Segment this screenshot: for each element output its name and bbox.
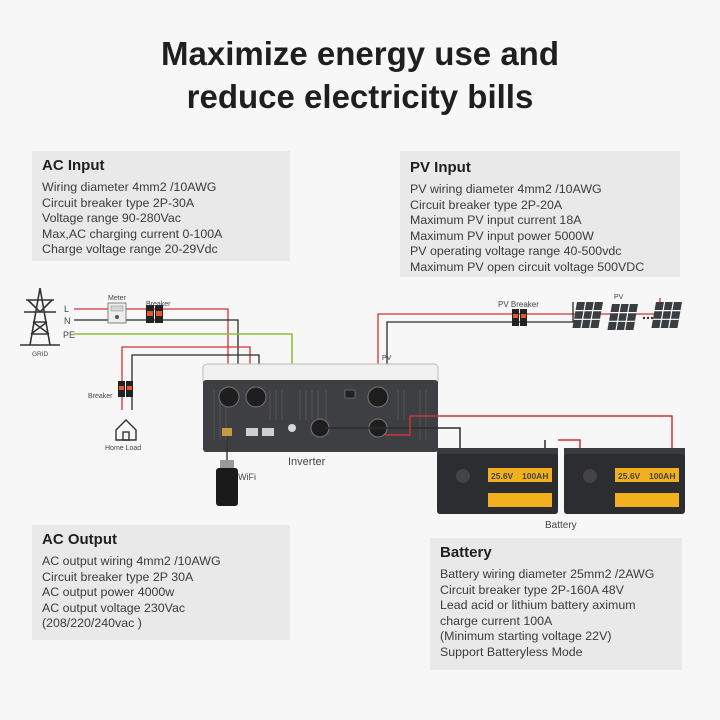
battery-line: Support Batteryless Mode xyxy=(440,644,583,659)
wifi-dongle-icon xyxy=(216,436,238,506)
breaker-top-label: Breaker xyxy=(146,301,171,308)
battery-line: Circuit breaker type 2P-160A 48V xyxy=(440,582,624,597)
ac-output-line: AC output power 4000w xyxy=(42,585,175,600)
battery-line: (Minimum starting voltage 22V) xyxy=(440,629,612,644)
breaker-top-icon xyxy=(146,305,163,323)
ac-output-line: AC output voltage 230Vac xyxy=(42,600,186,615)
grid-label: GRID xyxy=(32,351,49,358)
ac-input-panel: AC Input Wiring diameter 4mm2 /10AWG Cir… xyxy=(32,151,290,261)
meter-icon xyxy=(107,302,127,324)
solar-panels-icon xyxy=(572,302,682,330)
port-ac-out-label: AC OUT xyxy=(248,408,264,413)
line-pe-label: PE xyxy=(63,330,75,340)
switch-on-label: ON xyxy=(336,393,342,398)
line-l-label: L xyxy=(64,304,69,314)
vent-grille-icon xyxy=(213,390,427,440)
pv-input-line: PV wiring diameter 4mm2 /10AWG xyxy=(410,182,602,196)
battery-panel: Battery Battery wiring diameter 25mm2 /2… xyxy=(430,538,682,670)
ac-output-panel: AC Output AC output wiring 4mm2 /10AWG C… xyxy=(32,525,290,640)
battery-label: Battery xyxy=(545,520,577,531)
headline-line-2: reduce electricity bills xyxy=(186,78,534,115)
inverter xyxy=(202,363,439,452)
ac-input-line: Charge voltage range 20-29Vdc xyxy=(42,242,218,257)
pv-breaker-icon xyxy=(512,309,527,326)
pv-input-line: Circuit breaker type 2P-20A xyxy=(410,197,563,212)
meter-label: Meter xyxy=(108,295,127,302)
port-bat-label: BAT xyxy=(316,438,324,443)
battery-line: Battery wiring diameter 25mm2 /2AWG xyxy=(440,567,655,581)
ac-input-title: AC Input xyxy=(42,157,105,174)
home-load-icon xyxy=(115,419,137,441)
battery-1-voltage: 25.6V xyxy=(491,471,514,481)
pv-input-line: PV operating voltage range 40-500vdc xyxy=(410,244,622,259)
breaker-left-icon xyxy=(118,381,133,397)
ac-output-line: Circuit breaker type 2P 30A xyxy=(42,569,194,584)
battery-unit-2 xyxy=(564,448,685,514)
ac-output-line: (208/220/240vac ) xyxy=(42,616,142,631)
battery-line: Lead acid or lithium battery aximum xyxy=(440,598,636,613)
ac-input-line: Circuit breaker type 2P-30A xyxy=(42,195,195,210)
battery-2-voltage: 25.6V xyxy=(618,471,641,481)
pv-input-line: Maximum PV open circuit voltage 500VDC xyxy=(410,259,645,274)
ac-input-line: Voltage range 90-280Vac xyxy=(42,211,181,226)
line-n-label: N xyxy=(64,316,71,326)
battery-title: Battery xyxy=(440,544,492,561)
breaker-left-label: Breaker xyxy=(88,393,113,400)
pv-label: PV xyxy=(614,294,624,301)
ac-output-title: AC Output xyxy=(42,531,117,548)
pv-input-title: PV Input xyxy=(410,159,471,176)
battery-line: charge current 100A xyxy=(440,613,553,628)
port-ac-in-label: AC IN xyxy=(222,408,233,413)
ac-output-line: AC output wiring 4mm2 /10AWG xyxy=(42,554,221,568)
home-load-label: Home Load xyxy=(105,445,141,452)
pv-input-panel: PV Input PV wiring diameter 4mm2 /10AWG … xyxy=(400,151,680,277)
switch-off-label: OFF xyxy=(358,393,367,398)
headline: Maximize energy use and reduce electrici… xyxy=(0,32,720,118)
wifi-label: WiFi xyxy=(238,472,256,482)
ac-input-line: Max,AC charging current 0-100A xyxy=(42,226,223,241)
grid-tower-icon xyxy=(20,287,60,346)
pv-input-line: Maximum PV input power 5000W xyxy=(410,228,594,243)
pv-wire-label: PV xyxy=(382,355,392,362)
battery-2-capacity: 100AH xyxy=(649,471,675,481)
port-pv-in-label: PV IN xyxy=(372,408,383,413)
ac-input-line: Wiring diameter 4mm2 /10AWG xyxy=(42,180,217,194)
pv-breaker-label: PV Breaker xyxy=(498,300,539,309)
pv-input-line: Maximum PV input current 18A xyxy=(410,213,582,228)
battery-unit-1 xyxy=(437,448,558,514)
headline-line-1: Maximize energy use and xyxy=(161,35,559,72)
battery-1-capacity: 100AH xyxy=(522,471,548,481)
inverter-label: Inverter xyxy=(288,456,326,468)
